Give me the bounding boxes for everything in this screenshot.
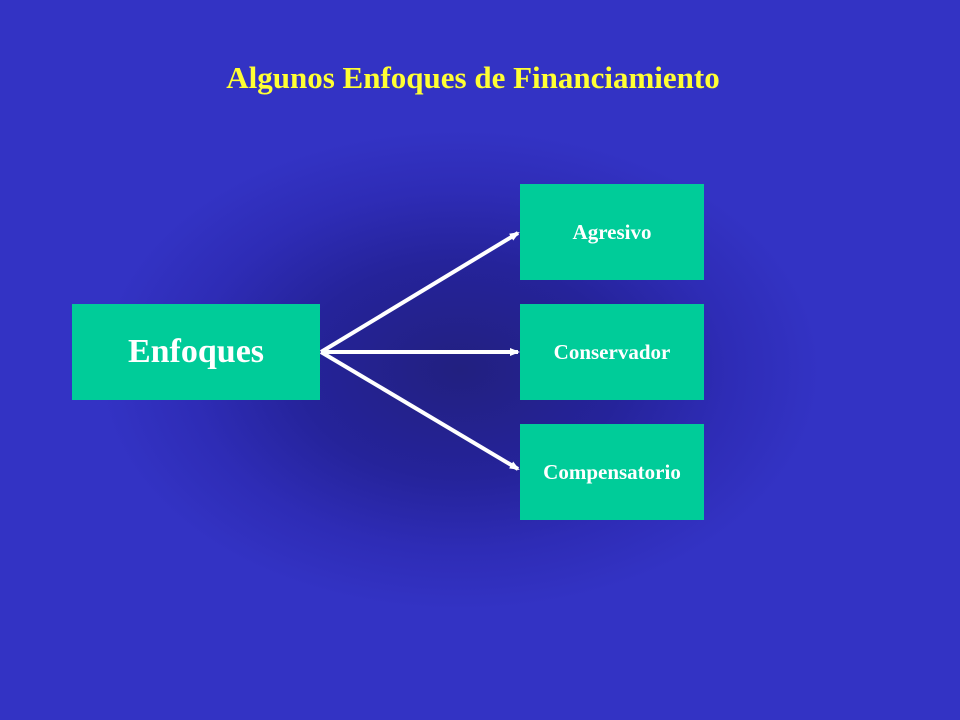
enfoques-node: Enfoques	[72, 304, 320, 400]
arrow-to-compensatorio	[319, 350, 520, 471]
agresivo-node: Agresivo	[520, 184, 704, 280]
arrow-to-agresivo	[319, 231, 520, 354]
slide-title: Algunos Enfoques de Financiamiento	[226, 60, 720, 95]
compensatorio-node: Compensatorio	[520, 424, 704, 520]
conservador-node: Conservador	[520, 304, 704, 400]
